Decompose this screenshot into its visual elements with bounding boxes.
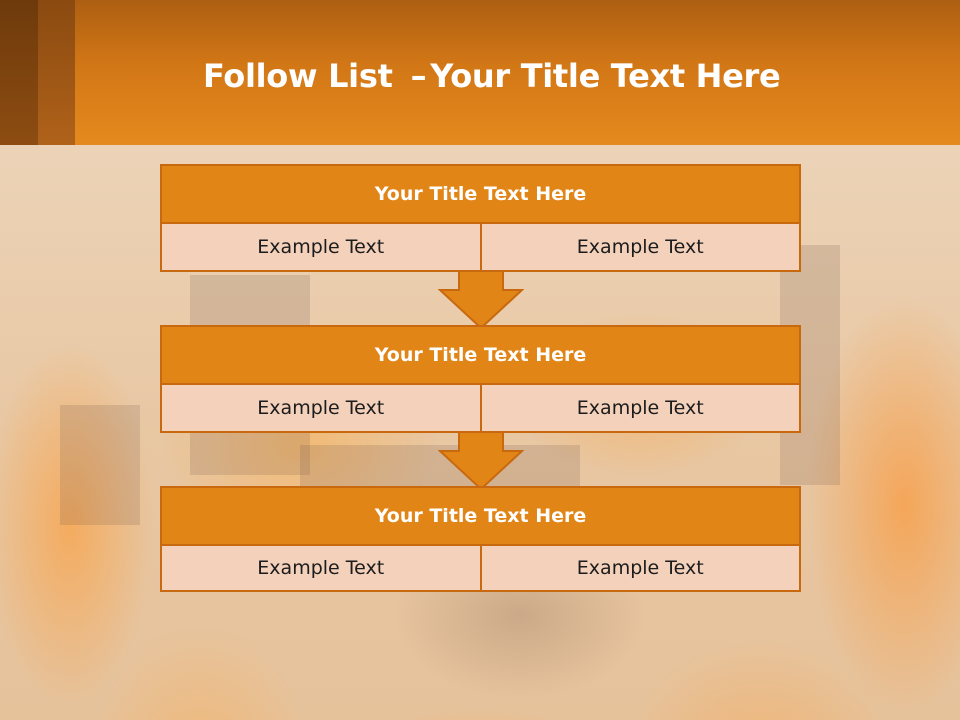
- block-row: Example Text Example Text: [162, 546, 799, 590]
- block-cell-left: Example Text: [257, 236, 385, 258]
- down-arrow-icon: [438, 270, 524, 330]
- slide-title-rest: Your Title Text Here: [430, 57, 781, 95]
- title-bar: Follow List–Your Title Text Here: [0, 0, 960, 145]
- list-block: Your Title Text Here Example Text Exampl…: [160, 486, 801, 592]
- block-cell-left: Example Text: [257, 557, 385, 579]
- slide-title-dash: –: [410, 57, 427, 95]
- slide-title: Follow List–Your Title Text Here: [203, 52, 781, 100]
- list-block: Your Title Text Here Example Text Exampl…: [160, 164, 801, 272]
- block-row: Example Text Example Text: [162, 385, 799, 431]
- block-cell-right: Example Text: [479, 224, 800, 270]
- block-cell-right: Example Text: [479, 546, 800, 590]
- block-title: Your Title Text Here: [162, 327, 799, 385]
- block-cell-right: Example Text: [479, 385, 800, 431]
- block-cell-left: Example Text: [257, 397, 385, 419]
- block-row: Example Text Example Text: [162, 224, 799, 270]
- slide-title-bold: Follow List: [203, 57, 393, 95]
- header-accent-strip: [0, 0, 38, 145]
- down-arrow-icon: [438, 431, 524, 491]
- block-title: Your Title Text Here: [162, 166, 799, 224]
- header-accent-strip: [38, 0, 75, 145]
- block-title: Your Title Text Here: [162, 488, 799, 546]
- list-block: Your Title Text Here Example Text Exampl…: [160, 325, 801, 433]
